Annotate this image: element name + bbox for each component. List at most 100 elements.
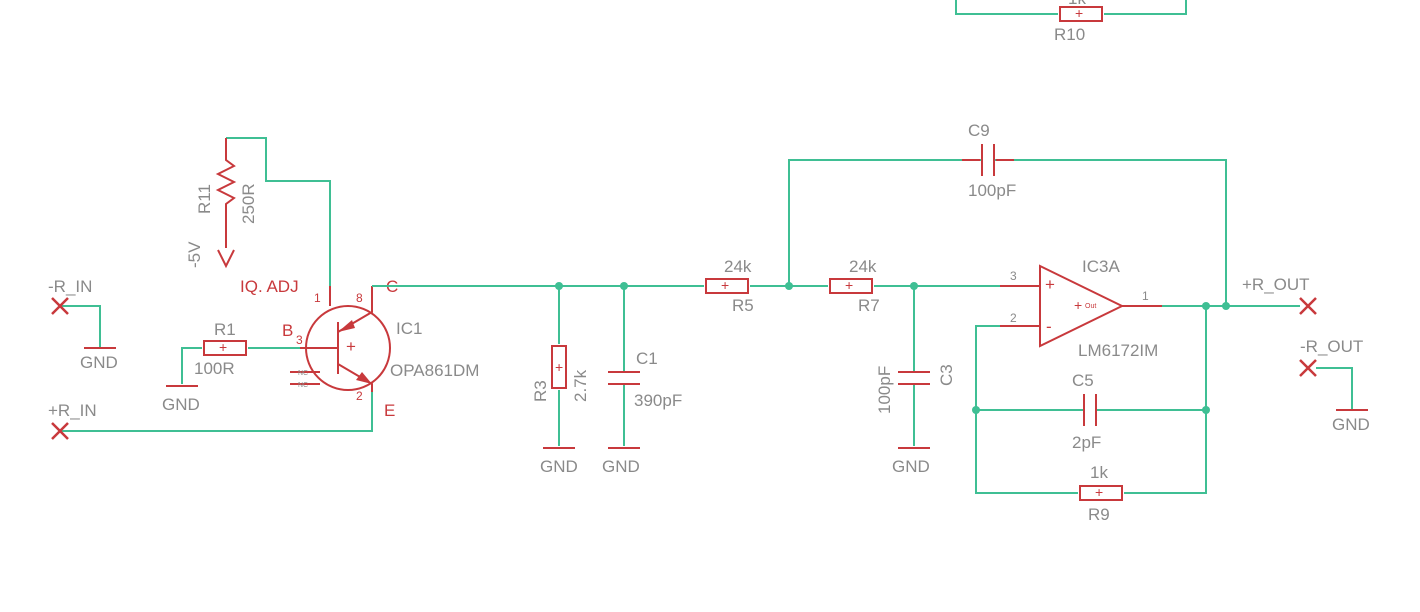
r11: R11 250R -5V IQ. ADJ [185, 137, 331, 296]
c3: 100pF C3 GND [875, 286, 956, 476]
c5-value: 2pF [1072, 433, 1101, 452]
r9: + 1k R9 [1079, 463, 1123, 524]
ic1-part: OPA861DM [390, 361, 479, 380]
r7-name: R7 [858, 296, 880, 315]
r3: + R3 2.7k GND [531, 286, 590, 476]
output-neg-label: -R_OUT [1300, 337, 1363, 356]
output-pos-connector-icon[interactable] [1299, 297, 1317, 315]
input-neg-label: -R_IN [48, 277, 92, 296]
c3-name: C3 [937, 364, 956, 386]
c1: C1 390pF GND [602, 286, 682, 476]
c5: C5 2pF [1072, 371, 1101, 452]
svg-text:-: - [1046, 317, 1052, 336]
r5-name: R5 [732, 296, 754, 315]
r3-name: R3 [531, 380, 550, 402]
input-neg-connector-icon[interactable] [51, 297, 69, 315]
c9: C9 100pF [788, 121, 1227, 306]
output-neg: -R_OUT GND [1299, 337, 1370, 434]
svg-text:2: 2 [1010, 311, 1017, 325]
output-pos-label: +R_OUT [1242, 275, 1310, 294]
input-neg: -R_IN GND [48, 277, 118, 372]
r10-name: R10 [1054, 25, 1085, 44]
r1: + R1 100R GND [162, 320, 300, 414]
junction-node [1222, 302, 1230, 310]
svg-text:+: + [555, 359, 563, 375]
output-pos: +R_OUT [1242, 275, 1317, 315]
output-gnd-label: GND [1332, 415, 1370, 434]
r7-body [829, 278, 873, 294]
emitter-arrow-icon [338, 320, 355, 332]
svg-text:NC: NC [298, 370, 308, 377]
ic1-pin-e: E [384, 401, 395, 420]
svg-text:+: + [721, 277, 729, 293]
gnd-label: GND [80, 353, 118, 372]
svg-text:+: + [346, 337, 356, 356]
r5-value: 24k [724, 257, 752, 276]
r10-fragment: + 1k R10 [955, 0, 1187, 44]
svg-text:1: 1 [314, 291, 321, 305]
r11-value: 250R [239, 183, 258, 224]
svg-text:+: + [1075, 5, 1083, 21]
r7-value: 24k [849, 257, 877, 276]
c3-capacitor-icon [898, 371, 930, 385]
junction-node [972, 406, 980, 414]
svg-text:1: 1 [1142, 289, 1149, 303]
ic3-name: IC3A [1082, 257, 1120, 276]
c1-capacitor-icon [608, 371, 640, 385]
r1-gnd-label: GND [162, 395, 200, 414]
svg-text:+: + [1074, 297, 1082, 313]
svg-text:8: 8 [356, 291, 363, 305]
r10-value: 1k [1068, 0, 1086, 8]
ic1-opa861: NC NC + C B E 1 8 3 2 IC1 OPA861DM [282, 277, 479, 420]
r3-value: 2.7k [571, 369, 590, 402]
r11-name: R11 [195, 184, 214, 214]
r9-body [1079, 485, 1123, 501]
c5-capacitor-icon [1083, 394, 1097, 426]
c9-value: 100pF [968, 181, 1016, 200]
supply-label: -5V [185, 241, 204, 268]
ic1-name: IC1 [396, 319, 422, 338]
junction-node [1202, 406, 1210, 414]
svg-text:3: 3 [296, 333, 303, 347]
c1-gnd-label: GND [602, 457, 640, 476]
c5-name: C5 [1072, 371, 1094, 390]
input-pos-connector-icon[interactable] [51, 422, 69, 440]
r5-body [705, 278, 749, 294]
supply-arrow-icon [217, 249, 235, 269]
ic3-part: LM6172IM [1078, 341, 1158, 360]
input-pos: +R_IN [48, 392, 373, 440]
c3-value: 100pF [875, 366, 894, 414]
svg-text:+: + [845, 277, 853, 293]
r1-name: R1 [214, 320, 236, 339]
ic3a-opamp: + - + Out 3 2 1 IC3A LM6172IM [1000, 257, 1162, 360]
svg-text:3: 3 [1010, 269, 1017, 283]
r9-value: 1k [1090, 463, 1108, 482]
r7: + 24k R7 [829, 257, 880, 315]
r11-resistor-icon [215, 138, 237, 248]
r1-body [203, 340, 247, 356]
r5: + 24k R5 [705, 257, 754, 315]
junction-node [1202, 302, 1210, 310]
c1-name: C1 [636, 349, 658, 368]
c3-gnd-label: GND [892, 457, 930, 476]
svg-text:+: + [1095, 484, 1103, 500]
net-label-iq-adj: IQ. ADJ [240, 277, 299, 296]
r3-body [551, 345, 567, 389]
svg-text:Out: Out [1085, 303, 1096, 310]
svg-text:NC: NC [298, 382, 308, 389]
svg-text:+: + [219, 339, 227, 355]
r3-gnd-label: GND [540, 457, 578, 476]
c9-capacitor-icon [981, 144, 995, 176]
r1-value: 100R [194, 359, 235, 378]
output-neg-connector-icon[interactable] [1299, 359, 1317, 377]
svg-text:2: 2 [356, 389, 363, 403]
input-pos-label: +R_IN [48, 401, 97, 420]
c1-value: 390pF [634, 391, 682, 410]
r9-name: R9 [1088, 505, 1110, 524]
r10-body [1059, 6, 1103, 22]
opamp-triangle-icon [1039, 264, 1125, 348]
transistor-icon [300, 286, 373, 392]
svg-text:+: + [1045, 275, 1055, 294]
